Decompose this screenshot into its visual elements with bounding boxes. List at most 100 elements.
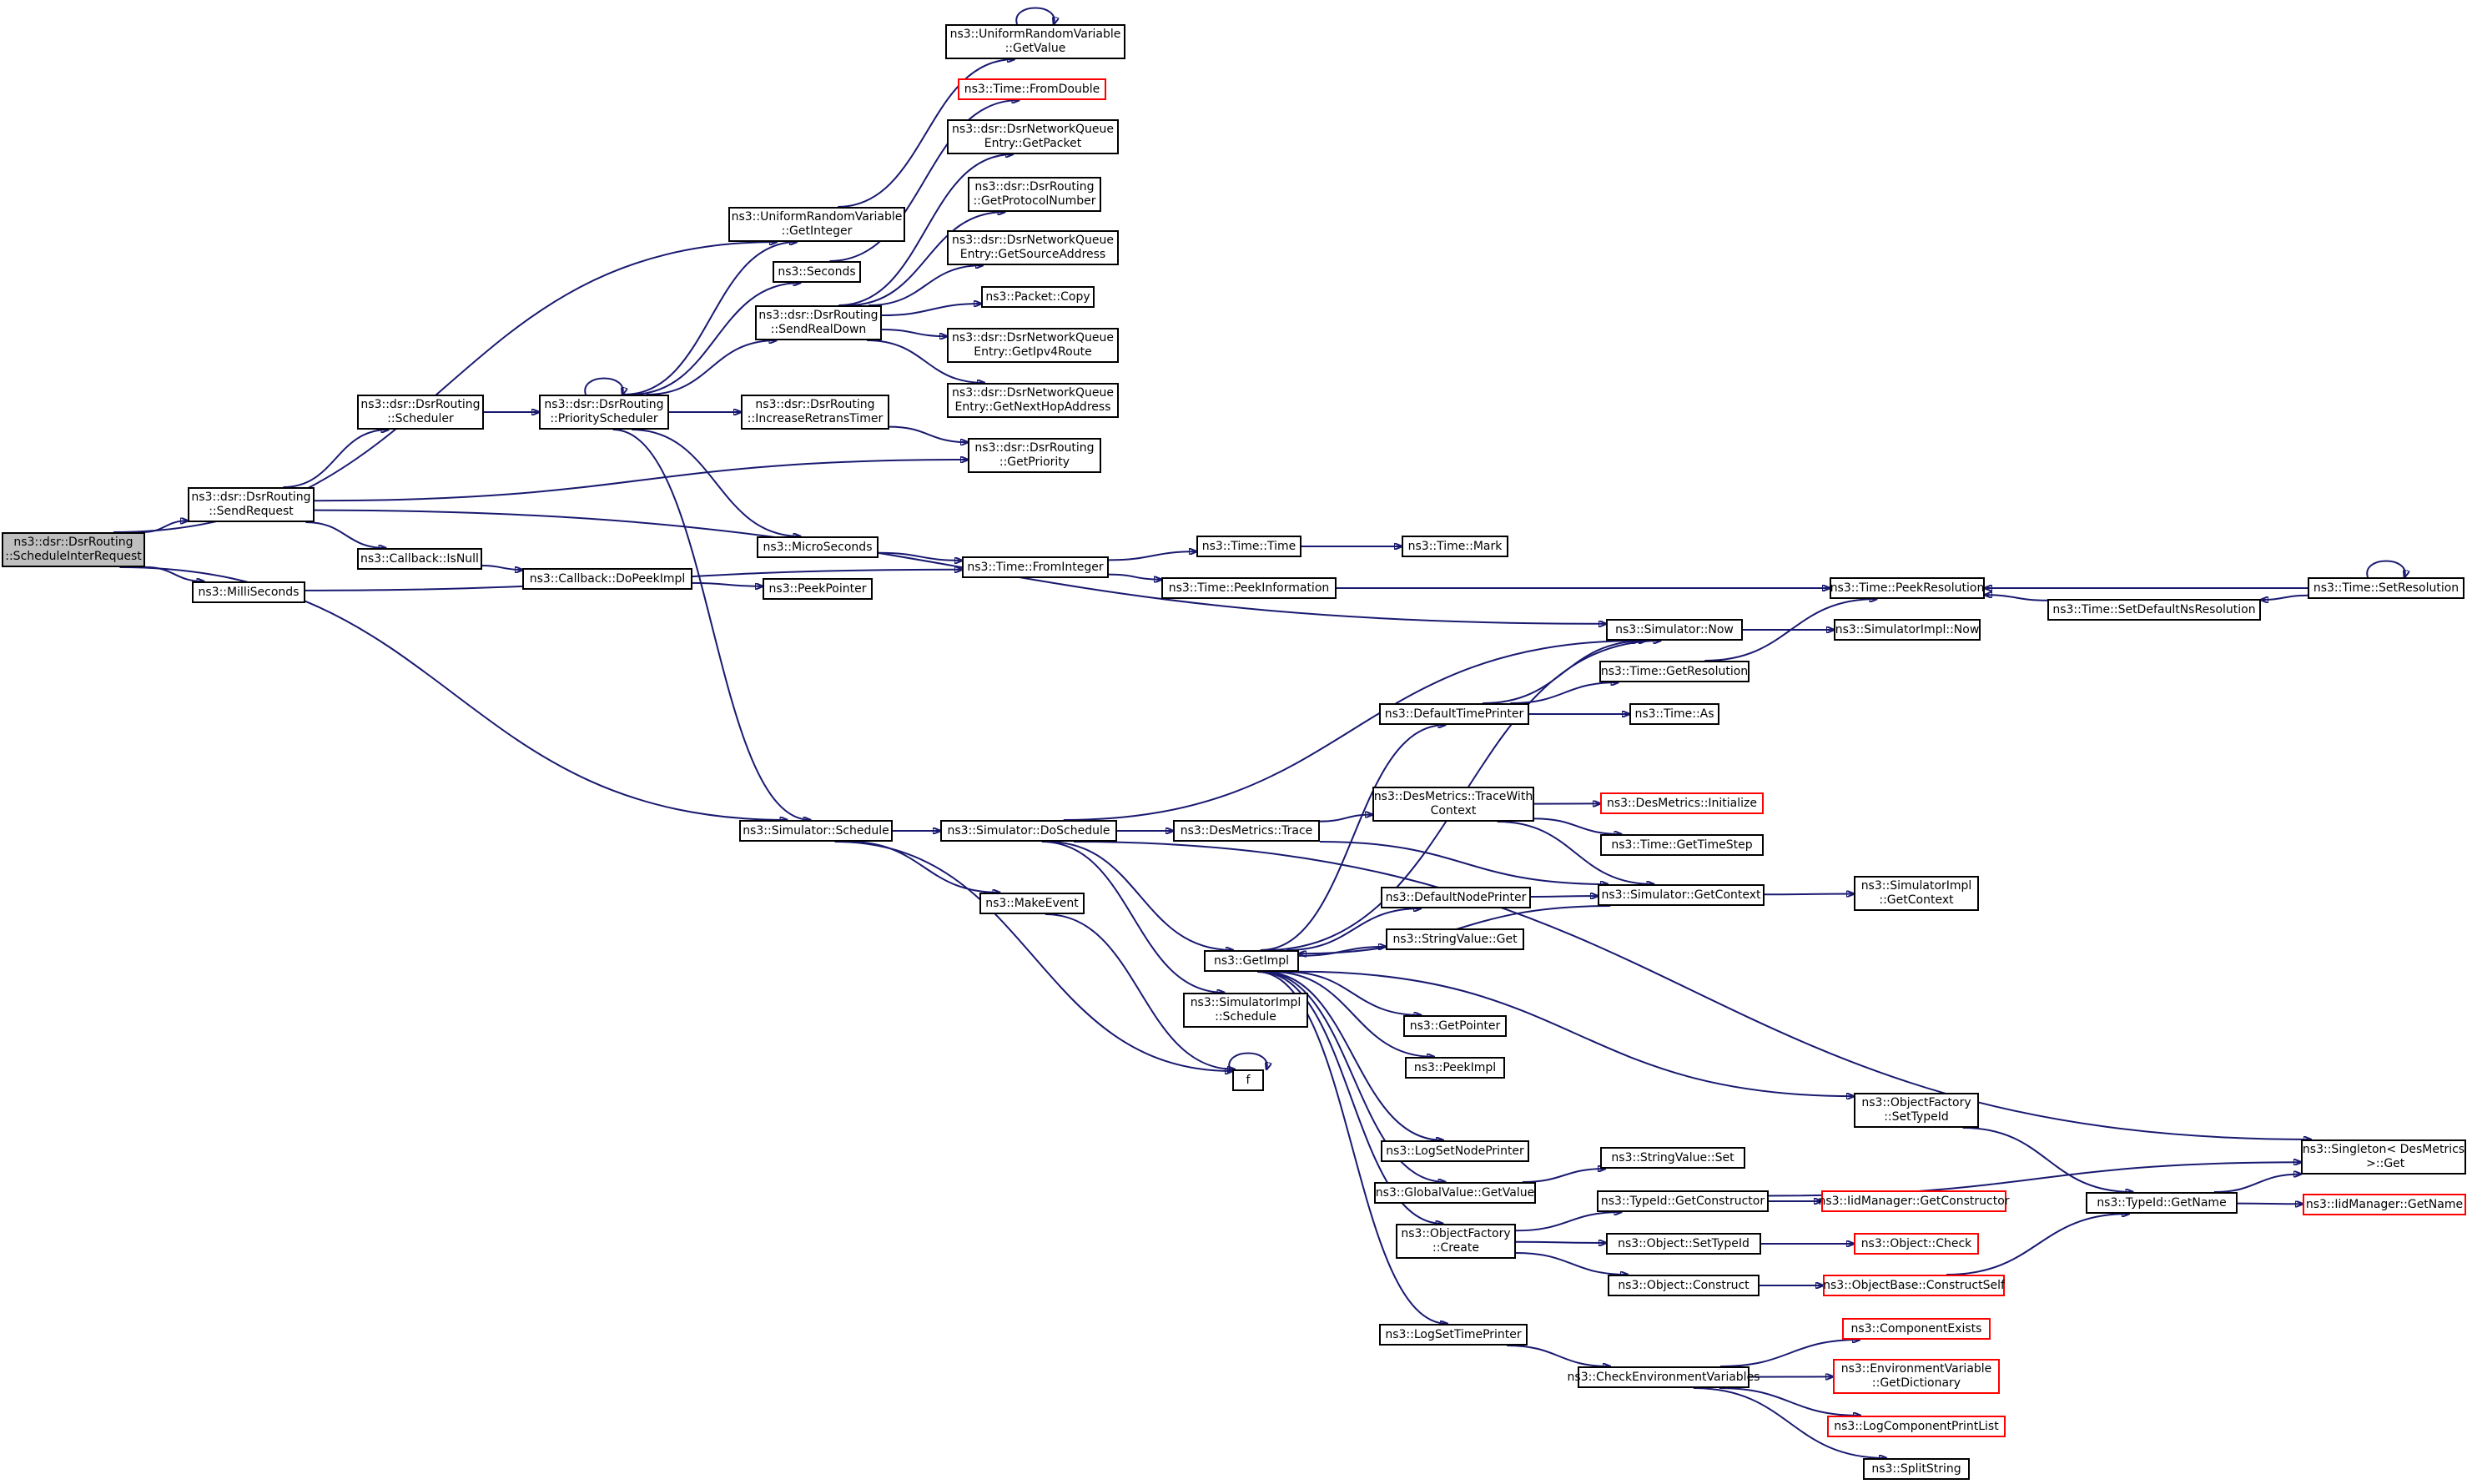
- edge-prioSched-seconds: [630, 283, 800, 395]
- node-set-res[interactable]: ns3::Time::SetResolution: [2308, 577, 2464, 599]
- edge-ofSetTypeId-typeIdGetName: [1962, 1127, 2133, 1192]
- edge-sendRealDown-nqGetSrcAddr: [868, 265, 983, 306]
- node-iid-get-ctor[interactable]: ns3::IidManager::GetConstructor: [1818, 1190, 2010, 1212]
- node-sim-do-schedule[interactable]: ns3::Simulator::DoSchedule: [940, 820, 1117, 842]
- node-get-pointer[interactable]: ns3::GetPointer: [1403, 1015, 1507, 1037]
- node-send-real-down[interactable]: ns3::dsr::DsrRouting ::SendRealDown: [755, 305, 882, 340]
- edge-sendRealDown-packetCopy: [881, 304, 981, 317]
- node-get-proto-num[interactable]: ns3::dsr::DsrRouting ::GetProtocolNumber: [968, 177, 1101, 212]
- edge-makeEvent-f: [1045, 913, 1235, 1069]
- node-sim-get-context[interactable]: ns3::Simulator::GetContext: [1598, 884, 1765, 906]
- node-component-exists[interactable]: ns3::ComponentExists: [1842, 1318, 1991, 1340]
- edge-incRetrans-getPriority: [889, 425, 968, 443]
- node-make-event[interactable]: ns3::MakeEvent: [979, 893, 1085, 914]
- node-obj-base-construct-self[interactable]: ns3::ObjectBase::ConstructSelf: [1823, 1275, 2005, 1296]
- edge-f-f: [1228, 1052, 1266, 1070]
- node-get-impl[interactable]: ns3::GetImpl: [1204, 950, 1299, 972]
- node-check-env-vars[interactable]: ns3::CheckEnvironmentVariables: [1568, 1366, 1760, 1388]
- edge-simSchedule-f: [834, 841, 1232, 1071]
- node-f[interactable]: f: [1232, 1069, 1264, 1091]
- edge-checkEnvVars-logCompPrintList: [1719, 1387, 1860, 1416]
- edge-checkEnvVars-splitString: [1693, 1387, 1886, 1458]
- node-sim-now[interactable]: ns3::Simulator::Now: [1606, 619, 1743, 641]
- node-obj-set-type-id[interactable]: ns3::Object::SetTypeId: [1606, 1233, 1761, 1255]
- node-nq-get-packet[interactable]: ns3::dsr::DsrNetworkQueue Entry::GetPack…: [947, 119, 1119, 154]
- node-get-priority[interactable]: ns3::dsr::DsrRouting ::GetPriority: [968, 438, 1101, 473]
- node-seconds[interactable]: ns3::Seconds: [773, 261, 861, 283]
- edge-getImpl-defNodePrinter: [1286, 908, 1421, 951]
- node-sim-impl-schedule[interactable]: ns3::SimulatorImpl ::Schedule: [1183, 993, 1308, 1028]
- node-packet-copy[interactable]: ns3::Packet::Copy: [981, 286, 1095, 308]
- edge-simDoSchedule-simNow: [1063, 641, 1639, 821]
- node-des-trace[interactable]: ns3::DesMetrics::Trace: [1173, 820, 1320, 842]
- node-nq-get-next-hop[interactable]: ns3::dsr::DsrNetworkQueue Entry::GetNext…: [947, 383, 1119, 418]
- node-peek-info[interactable]: ns3::Time::PeekInformation: [1161, 577, 1337, 599]
- node-micro-seconds[interactable]: ns3::MicroSeconds: [757, 536, 879, 558]
- edge-getImpl-defTimePrinter: [1260, 725, 1446, 951]
- node-def-time-printer[interactable]: ns3::DefaultTimePrinter: [1379, 703, 1529, 725]
- node-def-node-printer[interactable]: ns3::DefaultNodePrinter: [1381, 887, 1531, 908]
- node-log-set-time-printer[interactable]: ns3::LogSetTimePrinter: [1379, 1324, 1528, 1346]
- node-get-resolution[interactable]: ns3::Time::GetResolution: [1599, 661, 1750, 682]
- node-u-get-value[interactable]: ns3::UniformRandomVariable ::GetValue: [945, 24, 1125, 59]
- node-nq-get-ipv4-route[interactable]: ns3::dsr::DsrNetworkQueue Entry::GetIpv4…: [947, 328, 1119, 363]
- edge-getImpl-ofCreate: [1259, 971, 1442, 1224]
- node-peek-pointer[interactable]: ns3::PeekPointer: [763, 578, 873, 600]
- edge-prioSched-uGetInteger: [623, 242, 797, 395]
- node-obj-check[interactable]: ns3::Object::Check: [1854, 1233, 1979, 1255]
- edge-setDefNsRes-setRes: [2261, 594, 2308, 600]
- node-iid-get-name[interactable]: ns3::IidManager::GetName: [2303, 1194, 2466, 1215]
- node-type-id-get-name[interactable]: ns3::TypeId::GetName: [2086, 1192, 2238, 1214]
- edge-sendRealDown-nqGetIpv4Route: [881, 328, 947, 336]
- node-of-create[interactable]: ns3::ObjectFactory ::Create: [1396, 1224, 1516, 1259]
- edge-prioSched-prioSched: [584, 377, 622, 395]
- node-env-var-get-dict[interactable]: ns3::EnvironmentVariable ::GetDictionary: [1833, 1359, 2000, 1394]
- edge-ofCreate-typeIdGetCtor: [1515, 1212, 1621, 1232]
- node-u-get-integer[interactable]: ns3::UniformRandomVariable ::GetInteger: [728, 207, 905, 242]
- node-split-string[interactable]: ns3::SplitString: [1863, 1458, 1970, 1480]
- node-log-comp-print-list[interactable]: ns3::LogComponentPrintList: [1827, 1416, 2006, 1437]
- node-time-as[interactable]: ns3::Time::As: [1629, 703, 1719, 725]
- node-des-trace-with[interactable]: ns3::DesMetrics::TraceWith Context: [1372, 787, 1534, 822]
- node-get-time-step[interactable]: ns3::Time::GetTimeStep: [1600, 834, 1764, 856]
- node-prio-sched[interactable]: ns3::dsr::DsrRouting ::PriorityScheduler: [539, 395, 669, 430]
- edge-peekRes-setDefNsRes: [1985, 595, 2048, 601]
- node-from-double[interactable]: ns3::Time::FromDouble: [958, 78, 1106, 100]
- node-scheduler[interactable]: ns3::dsr::DsrRouting ::Scheduler: [357, 395, 484, 430]
- edge-fromInteger-timeTime: [1108, 551, 1196, 561]
- edge-seconds-fromDouble: [829, 100, 1019, 262]
- edge-sendRealDown-nqGetNextHop: [867, 340, 984, 383]
- edge-getResolution-peekRes: [1704, 599, 1876, 662]
- node-set-def-ns-res[interactable]: ns3::Time::SetDefaultNsResolution: [2047, 599, 2261, 621]
- node-cb-do-peek-impl[interactable]: ns3::Callback::DoPeekImpl: [522, 568, 692, 590]
- node-sim-impl-get-context[interactable]: ns3::SimulatorImpl ::GetContext: [1854, 876, 1979, 911]
- node-cb-is-null[interactable]: ns3::Callback::IsNull: [357, 548, 482, 570]
- edge-sendRequest-scheduler: [283, 430, 388, 488]
- node-of-set-type-id[interactable]: ns3::ObjectFactory ::SetTypeId: [1854, 1093, 1979, 1128]
- node-time-time[interactable]: ns3::Time::Time: [1196, 536, 1301, 557]
- edge-microSeconds-fromInteger: [878, 551, 962, 561]
- node-time-mark[interactable]: ns3::Time::Mark: [1402, 536, 1508, 557]
- edge-simDoSchedule-getImpl: [1047, 841, 1233, 950]
- node-des-init[interactable]: ns3::DesMetrics::Initialize: [1600, 792, 1764, 814]
- node-gv-get-value[interactable]: ns3::GlobalValue::GetValue: [1374, 1182, 1536, 1204]
- edge-desTrace-desTraceWith: [1319, 815, 1372, 822]
- node-nq-get-src-addr[interactable]: ns3::dsr::DsrNetworkQueue Entry::GetSour…: [947, 230, 1119, 265]
- node-peek-impl[interactable]: ns3::PeekImpl: [1405, 1057, 1505, 1079]
- node-sim-impl-now[interactable]: ns3::SimulatorImpl::Now: [1834, 619, 1981, 641]
- node-peek-res[interactable]: ns3::Time::PeekResolution: [1830, 577, 1985, 599]
- node-send-request[interactable]: ns3::dsr::DsrRouting ::SendRequest: [188, 487, 315, 522]
- node-inc-retrans[interactable]: ns3::dsr::DsrRouting ::IncreaseRetransTi…: [741, 395, 889, 430]
- node-sim-schedule[interactable]: ns3::Simulator::Schedule: [739, 820, 893, 842]
- node-str-val-get[interactable]: ns3::StringValue::Get: [1386, 928, 1524, 950]
- node-milli-seconds[interactable]: ns3::MilliSeconds: [192, 581, 305, 603]
- node-obj-construct[interactable]: ns3::Object::Construct: [1608, 1275, 1760, 1296]
- node-singleton-get[interactable]: ns3::Singleton< DesMetrics >::Get: [2301, 1139, 2466, 1175]
- node-type-id-get-ctor[interactable]: ns3::TypeId::GetConstructor: [1597, 1190, 1769, 1212]
- node-from-integer[interactable]: ns3::Time::FromInteger: [962, 556, 1109, 578]
- edge-prioSched-microSeconds: [632, 429, 800, 536]
- node-str-val-set[interactable]: ns3::StringValue::Set: [1600, 1147, 1745, 1169]
- node-log-set-node-printer[interactable]: ns3::LogSetNodePrinter: [1381, 1140, 1529, 1162]
